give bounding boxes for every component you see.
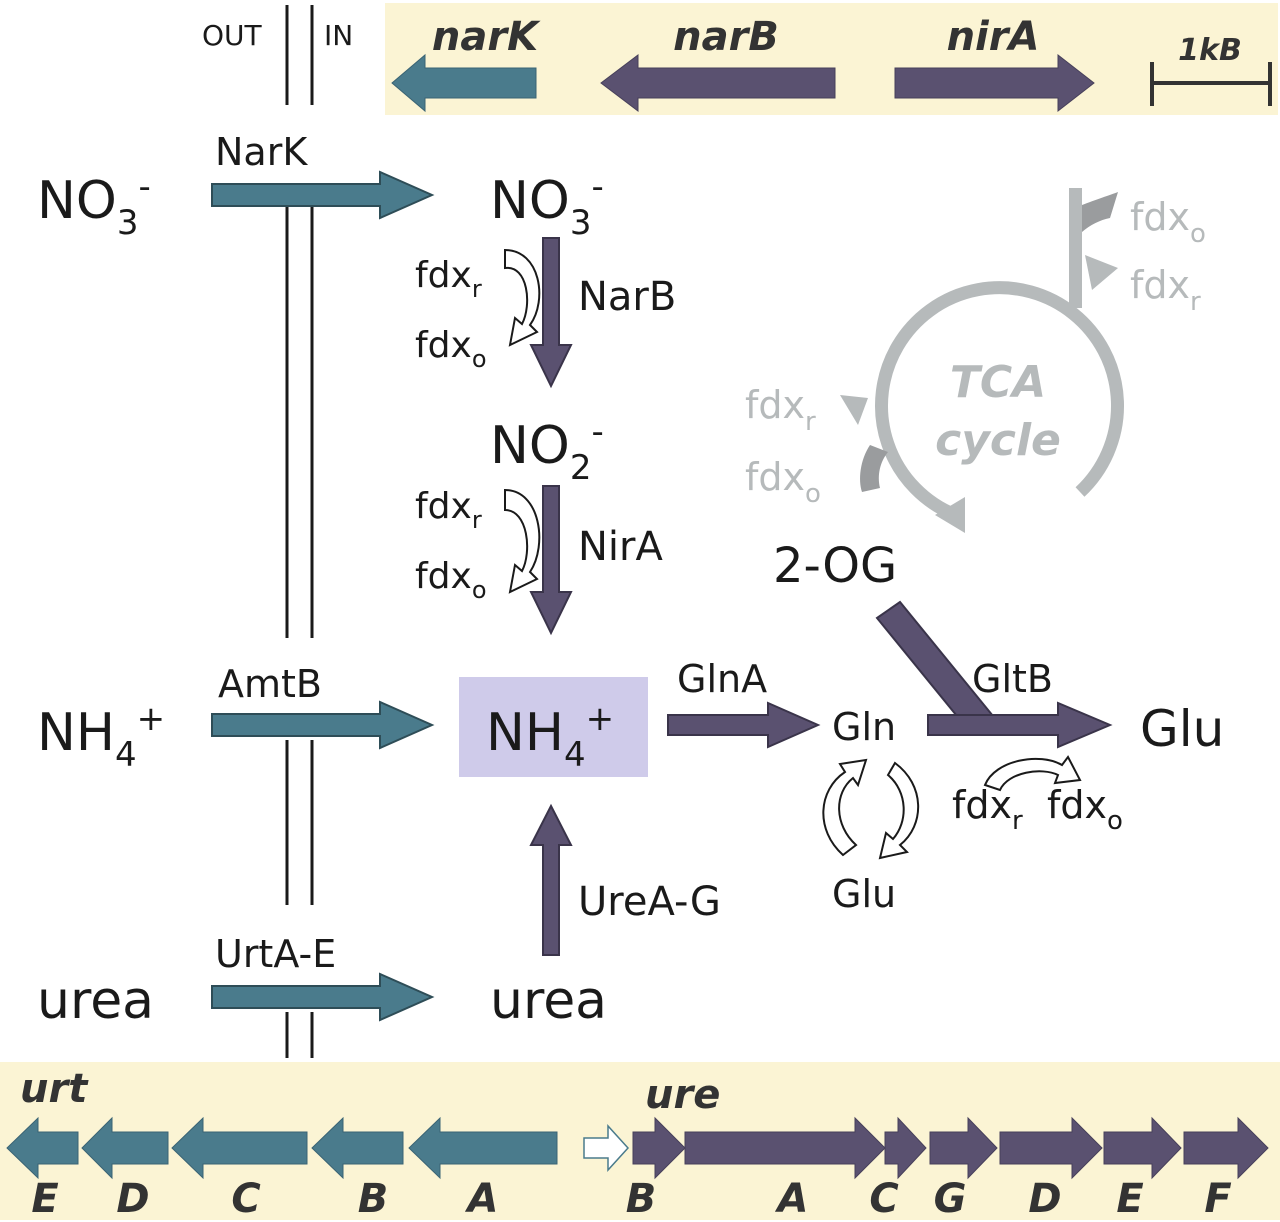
ammonium-highlight-box (459, 677, 648, 777)
gltB-fdx-curved-arrow (983, 755, 1082, 792)
urea-inside: urea (490, 971, 607, 1031)
scale-bar (1150, 62, 1272, 106)
gln-glu-cycle-arrows (822, 758, 920, 860)
ure-gene-letter: E (1116, 1176, 1143, 1222)
narB-gene-arrow (600, 53, 836, 113)
urtA-gene-arrow (408, 1116, 558, 1180)
in-label: IN (324, 19, 353, 52)
ure-gene-letter: C (869, 1176, 898, 1222)
membrane-lines (285, 5, 314, 1058)
urt-gene-letter: D (116, 1176, 149, 1222)
glutamine-label: Gln (832, 705, 896, 749)
tca-side-branch (1069, 188, 1082, 308)
glnA-enzyme-label: GlnA (677, 657, 767, 701)
urtA-E-transport-arrow (211, 972, 435, 1022)
scale-bar-label: 1kB (1178, 33, 1242, 68)
two-oxoglutarate-label: 2-OG (773, 538, 897, 594)
nirA-enzyme-label: NirA (578, 524, 663, 570)
out-label: OUT (202, 19, 263, 52)
tca-left-fdx-reduced: fdxr (745, 383, 816, 437)
tca-cycle-arrowhead (935, 497, 965, 533)
urt-gene-letter: E (31, 1176, 58, 1222)
narB-enzyme-label: NarB (578, 274, 676, 320)
amtB-label: AmtB (218, 662, 322, 706)
urt-gene-letter: C (231, 1176, 260, 1222)
ureC-gene-arrow (884, 1116, 927, 1180)
narK-label: NarK (215, 130, 308, 174)
tca-title-line2: cycle (935, 415, 1061, 466)
narB-gene-label: narB (673, 14, 779, 60)
amtB-transport-arrow (211, 700, 435, 750)
ure-operon-label: ure (645, 1072, 720, 1118)
nirA-gene-arrow (894, 53, 1095, 113)
narB-fdx-oxidized: fdxo (415, 325, 487, 373)
promoter-outline-arrow (583, 1124, 630, 1172)
urtE-gene-arrow (6, 1116, 79, 1180)
ure-gene-letter: A (775, 1176, 809, 1222)
narB-fdx-curved-arrow (504, 248, 541, 347)
urtB-gene-arrow (311, 1116, 404, 1180)
nitrite: NO2- (490, 412, 604, 488)
nitrate-inside: NO3- (490, 167, 604, 243)
ureB-gene-arrow (632, 1116, 686, 1180)
ure-gene-letter: B (626, 1176, 657, 1222)
ure-gene-arrows (632, 1116, 1269, 1180)
urtC-gene-arrow (171, 1116, 308, 1180)
narB-reaction-arrow (529, 237, 573, 389)
gltB-reaction-arrow (927, 701, 1113, 749)
gltB-enzyme-label: GltB (972, 657, 1053, 701)
ure-gene-letter: D (1028, 1176, 1061, 1222)
ure-gene-letter: F (1204, 1176, 1231, 1222)
tca-top-fdx-reduced: fdxr (1130, 263, 1201, 317)
tca-left-fdx-arrow (860, 445, 888, 492)
ammonium-outside: NH4+ (37, 699, 165, 775)
cycle-glutamate-label: Glu (832, 872, 896, 916)
ammonium-inside: NH4+ (486, 699, 614, 775)
urt-gene-letters: E D C B A (31, 1176, 498, 1222)
tca-top-fdx-head (1085, 255, 1118, 290)
ure-gene-letters: B A C G D E F (626, 1176, 1232, 1222)
nirA-gene-label: nirA (947, 14, 1040, 60)
nitrate-outside: NO3- (37, 167, 151, 243)
narK-gene-arrow (391, 53, 537, 113)
nirA-fdx-oxidized: fdxo (415, 556, 487, 604)
narK-transport-arrow (211, 170, 435, 220)
narK-gene-label: narK (432, 14, 541, 60)
nirA-reaction-arrow (529, 485, 573, 636)
urea-outside: urea (37, 971, 154, 1031)
urt-operon-label: urt (20, 1066, 89, 1112)
glutamate-product-label: Glu (1140, 700, 1224, 758)
nirA-fdx-curved-arrow (504, 488, 541, 594)
urease-enzyme-label: UreA-G (578, 879, 721, 925)
gltB-fdx-reduced: fdxr (952, 783, 1023, 836)
urt-gene-arrows (6, 1116, 558, 1180)
tca-cycle (840, 188, 1124, 533)
tca-left-fdx-head (840, 395, 868, 425)
urtA-E-label: UrtA-E (215, 932, 336, 976)
ureE-gene-arrow (1103, 1116, 1182, 1180)
ureD-gene-arrow (999, 1116, 1103, 1180)
tca-top-fdx-arrow (1082, 192, 1118, 232)
urt-gene-letter: A (465, 1176, 499, 1222)
ureF-gene-arrow (1183, 1116, 1269, 1180)
ureA-gene-arrow (684, 1116, 886, 1180)
tca-left-fdx-oxidized: fdxo (745, 455, 821, 509)
gltB-fdx-oxidized: fdxo (1047, 783, 1123, 836)
narB-fdx-reduced: fdxr (415, 255, 482, 303)
tca-cycle-ring (875, 281, 1124, 522)
urt-gene-letter: B (358, 1176, 389, 1222)
urease-reaction-arrow (529, 803, 573, 956)
glnA-reaction-arrow (667, 701, 821, 749)
urtD-gene-arrow (81, 1116, 169, 1180)
nirA-fdx-reduced: fdxr (415, 486, 482, 534)
ure-gene-letter: G (934, 1176, 967, 1222)
ureG-gene-arrow (929, 1116, 998, 1180)
tca-title-line1: TCA (950, 357, 1046, 408)
tca-top-fdx-oxidized: fdxo (1130, 195, 1206, 249)
